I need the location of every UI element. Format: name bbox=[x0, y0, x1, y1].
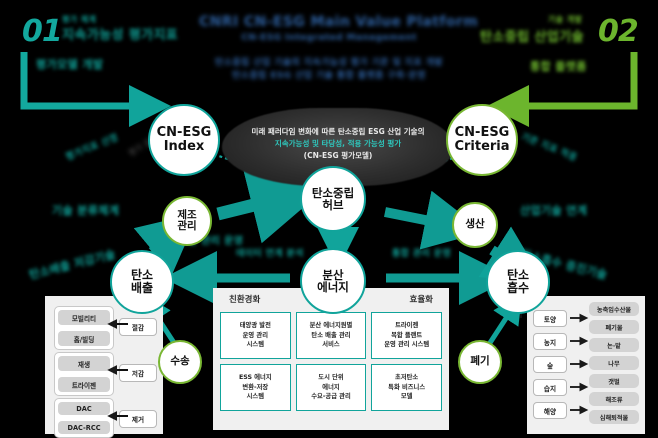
side-label-right-mid: 산업기술 연계 bbox=[520, 204, 588, 217]
emission-chip[interactable]: DAC-RCC bbox=[58, 421, 110, 434]
node-cn-esg-criteria-line2: Criteria bbox=[454, 139, 510, 154]
node-carbon-emission[interactable]: 탄소 배출 bbox=[110, 250, 174, 314]
side-label-left-lower: 탄소배출 저감기술 bbox=[27, 247, 117, 282]
node-cn-esg-index-line2: Index bbox=[163, 139, 205, 154]
node-transport-label: 수송 bbox=[170, 355, 190, 368]
lens-text-line1: 미래 패러다임 변화에 따른 탄소중립 ESG 산업 기술의 bbox=[251, 127, 425, 136]
emission-chip[interactable]: 모빌리티 bbox=[58, 310, 110, 325]
node-carbon-neutral-hub[interactable]: 탄소중립 허브 bbox=[300, 166, 366, 232]
sink-label: 습지 bbox=[533, 379, 567, 396]
sink-chip[interactable]: 나무 bbox=[589, 356, 639, 370]
emission-reduction-panel: 모빌리티 홈/빌딩 절감 재생 트라이젠 저감 DAC DAC-RCC 제거 bbox=[45, 296, 163, 438]
node-cn-esg-index-line1: CN-ESG bbox=[156, 124, 212, 140]
section-number-02: 02 bbox=[598, 14, 639, 49]
platform-subtitle: CN-ESG Integrated Management bbox=[241, 33, 417, 43]
emission-group: 재생 트라이젠 bbox=[54, 352, 114, 396]
right-section-subtitle: 통합 플랫폼 bbox=[530, 60, 587, 73]
node-hub-line2: 허브 bbox=[322, 198, 344, 212]
platform-desc-line2: 탄소중립 ESG 산업 기술 통합 플랫폼 구축·운영 bbox=[232, 71, 426, 81]
left-section-title-line2: 지속가능성 평가지표 bbox=[62, 28, 179, 43]
lens-text-line2: 지속가능성 및 타당성, 적용 가능성 평가 bbox=[274, 139, 402, 148]
node-transport[interactable]: 수송 bbox=[158, 340, 202, 384]
sink-chip[interactable]: 농축임수산물 bbox=[589, 302, 639, 316]
sink-chip[interactable]: 갯벌 bbox=[589, 374, 639, 388]
node-manufacturing-line2: 관리 bbox=[177, 220, 197, 232]
sink-label: 토양 bbox=[533, 310, 567, 327]
node-energy-line2: 에너지 bbox=[317, 280, 349, 294]
section-number-01: 01 bbox=[22, 14, 63, 49]
right-section-title-line2: 탄소중립 산업기술 bbox=[480, 30, 584, 45]
emission-stage-label: 절감 bbox=[119, 318, 157, 336]
side-label-energy-right: 통합 관리 운영 bbox=[392, 249, 452, 259]
matrix-header-row: 친환경화 효율화 bbox=[213, 288, 449, 305]
node-manufacturing-management[interactable]: 제조 관리 bbox=[162, 196, 212, 246]
emission-chip[interactable]: 재생 bbox=[58, 356, 110, 371]
node-energy-line1: 분산 bbox=[322, 267, 344, 282]
node-disposal-label: 폐기 bbox=[470, 355, 490, 368]
node-cn-esg-criteria-line1: CN-ESG bbox=[454, 124, 510, 140]
node-absorption-line2: 흡수 bbox=[506, 281, 530, 295]
left-section-subtitle: 평가모델 개발 bbox=[36, 58, 104, 71]
sink-chip[interactable]: 폐기물 bbox=[589, 320, 639, 334]
emission-chip[interactable]: DAC bbox=[58, 402, 110, 415]
node-production-label: 생산 bbox=[465, 218, 485, 231]
lens-text-line3: (CN-ESG 평가모델) bbox=[303, 151, 373, 160]
sink-chip[interactable]: 논·밭 bbox=[589, 338, 639, 352]
node-production[interactable]: 생산 bbox=[452, 202, 498, 248]
sink-label: 농지 bbox=[533, 333, 567, 350]
node-carbon-absorption[interactable]: 탄소 흡수 bbox=[486, 250, 550, 314]
side-label-center-lower: 통합 관리 운영 bbox=[178, 236, 244, 247]
emission-chip[interactable]: 홈/빌딩 bbox=[58, 331, 110, 346]
side-label-left-mid: 기술 분류체계 bbox=[52, 204, 120, 217]
platform-desc-line1: 탄소중립 산업 기술의 지속가능성 평가 기준 및 지표 개발 bbox=[215, 58, 443, 68]
platform-title: CNRI CN-ESG Main Value Platform bbox=[199, 14, 479, 30]
sink-label: 해양 bbox=[533, 402, 567, 419]
node-disposal[interactable]: 폐기 bbox=[458, 340, 502, 384]
matrix-header-right: 효율화 bbox=[409, 295, 433, 305]
matrix-header-left: 친환경화 bbox=[229, 295, 261, 305]
sink-chip[interactable]: 심해퇴적물 bbox=[589, 410, 639, 424]
node-distributed-energy[interactable]: 분산 에너지 bbox=[300, 248, 366, 314]
right-section-title-line1: 기술 개발 bbox=[548, 15, 583, 24]
side-label-left-upper: 평가지표 산정 bbox=[64, 132, 121, 163]
emission-stage-label: 제거 bbox=[119, 410, 157, 428]
emission-group: 모빌리티 홈/빌딩 bbox=[54, 306, 114, 350]
absorption-sink-panel: 토양 농지 숲 습지 해양 농축임수산물 폐기물 논·밭 나무 갯벌 해조류 심… bbox=[527, 296, 645, 434]
emission-stage-label: 저감 bbox=[119, 364, 157, 382]
left-section-title-line1: 평가 체계 bbox=[62, 15, 97, 24]
side-label-right-upper: 기준 지표 적용 bbox=[519, 132, 579, 164]
emission-chip[interactable]: 트라이젠 bbox=[58, 377, 110, 392]
sink-chip[interactable]: 해조류 bbox=[589, 392, 639, 406]
side-label-energy-left: 데이터 연계 분석 bbox=[236, 249, 304, 259]
emission-group: DAC DAC-RCC bbox=[54, 398, 114, 438]
node-cn-esg-criteria[interactable]: CN-ESG Criteria bbox=[446, 104, 518, 176]
sink-label: 숲 bbox=[533, 356, 567, 373]
node-cn-esg-index[interactable]: CN-ESG Index bbox=[148, 104, 220, 176]
node-emission-line2: 배출 bbox=[130, 281, 154, 295]
